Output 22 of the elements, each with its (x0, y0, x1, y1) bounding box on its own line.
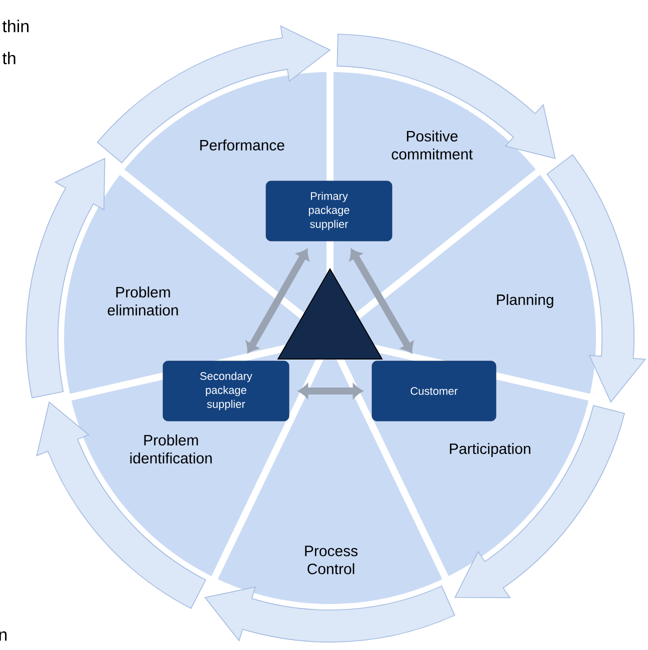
double-arrow (350, 249, 414, 354)
cycle-arrow (204, 586, 456, 642)
segment-label: Planning (497, 294, 554, 308)
text-fragment: th (2, 52, 16, 64)
cycle-arrow (336, 34, 556, 159)
segment-label: Participation (450, 443, 530, 457)
cycle-arrow (546, 154, 646, 402)
segment-label: Problem identification (130, 434, 212, 464)
role-box: Secondary package supplier (162, 360, 290, 422)
role-box: Customer (372, 360, 496, 422)
cycle-arrow (36, 402, 206, 609)
cycle-arrow (97, 26, 330, 164)
double-arrow (298, 384, 363, 398)
segment-label: Problem elimination (108, 286, 178, 316)
cycle-arrow (26, 158, 106, 398)
segment-label: Positive commitment (392, 130, 473, 160)
text-fragment: thin (2, 20, 28, 32)
segment-label: Process Control (305, 546, 358, 574)
segment-label: Performance (200, 140, 284, 150)
double-arrow (246, 249, 309, 353)
role-box: Primary package supplier (266, 180, 392, 242)
cycle-arrow (454, 405, 625, 598)
